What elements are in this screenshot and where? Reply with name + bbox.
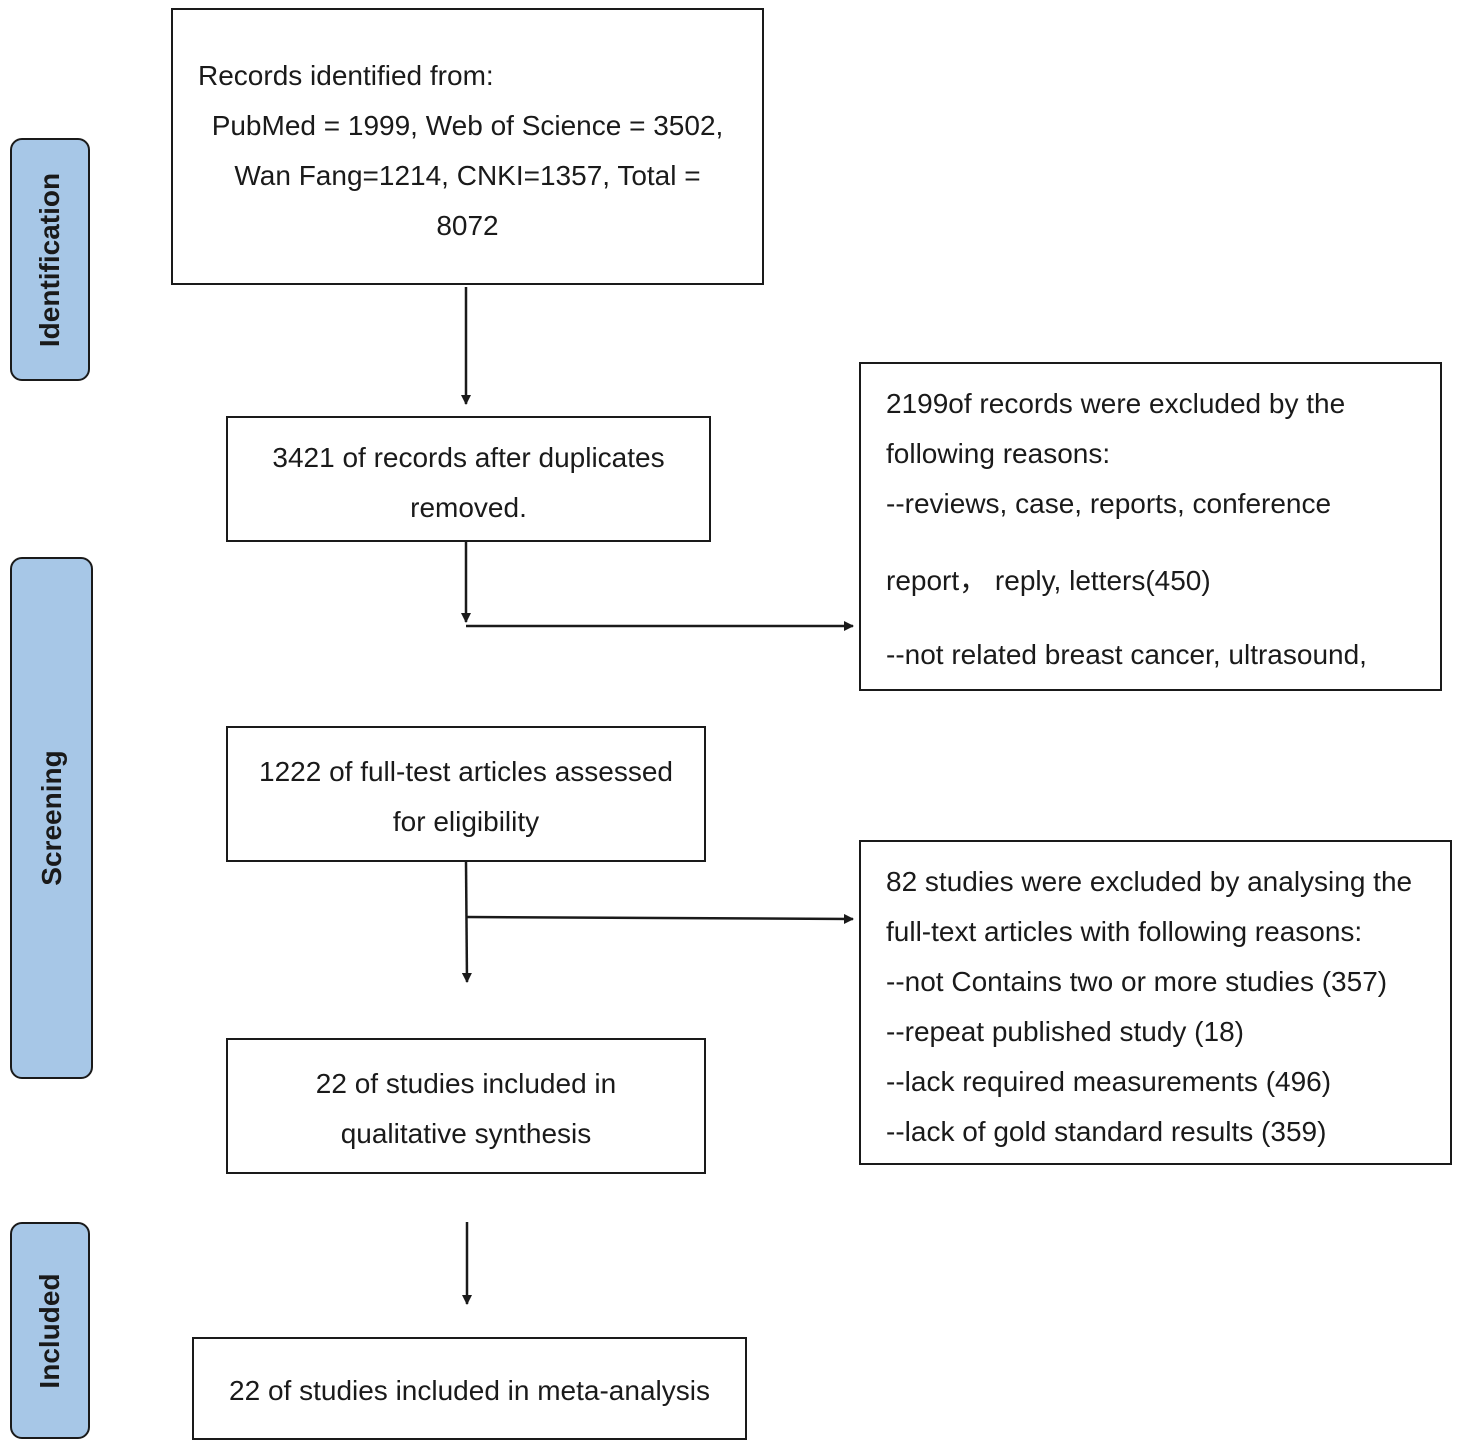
qualitative-synthesis-box: 22 of studies included in qualitative sy… — [226, 1038, 706, 1174]
arrow-to-excluded-studies — [465, 913, 854, 924]
stage-identification: Identification — [10, 138, 90, 381]
excluded-records-line-4: report， reply, letters(450) — [886, 565, 1211, 596]
after-duplicates-box: 3421 of records after duplicates removed… — [226, 416, 711, 542]
excluded-studies-line-4: --repeat published study (18) — [886, 1016, 1244, 1047]
excluded-studies-line-1: 82 studies were excluded by analysing th… — [886, 866, 1413, 897]
excluded-records-line-2: following reasons: — [886, 438, 1111, 469]
qualitative-synthesis-line-2: qualitative synthesis — [340, 1118, 592, 1149]
records-identified-line-3: Wan Fang=1214, CNKI=1357, Total = — [234, 160, 701, 191]
full-text-assessed-line-1: 1222 of full-test articles assessed — [259, 756, 673, 787]
arrow-fulltext-down — [461, 861, 472, 983]
excluded-records-box: 2199of records were excluded by the foll… — [859, 362, 1442, 691]
qualitative-synthesis-line-1: 22 of studies included in — [315, 1068, 617, 1099]
excluded-studies-line-5: --lack required measurements (496) — [886, 1066, 1332, 1097]
after-duplicates-line-1: 3421 of records after duplicates — [272, 442, 665, 473]
records-identified-line-2: PubMed = 1999, Web of Science = 3502, — [211, 110, 724, 141]
excluded-records-line-5: --not related breast cancer, ultrasound, — [886, 639, 1367, 670]
stage-included: Included — [10, 1222, 90, 1439]
excluded-studies-line-3: --not Contains two or more studies (357) — [886, 966, 1388, 997]
excluded-studies-box: 82 studies were excluded by analysing th… — [859, 840, 1452, 1165]
after-duplicates-line-2: removed. — [410, 492, 527, 523]
full-text-assessed-box: 1222 of full-test articles assessed for … — [226, 726, 706, 862]
records-identified-line-4: 8072 — [436, 210, 499, 241]
meta-analysis-line-1: 22 of studies included in meta-analysis — [229, 1375, 710, 1406]
records-identified-line-1: Records identified from: — [198, 60, 494, 91]
excluded-studies-line-6: --lack of gold standard results (359) — [886, 1116, 1327, 1147]
stage-screening: Screening — [10, 557, 93, 1079]
full-text-assessed-line-2: for eligibility — [392, 806, 540, 837]
records-identified-box: Records identified from: PubMed = 1999, … — [171, 8, 764, 285]
excluded-studies-line-2: full-text articles with following reason… — [886, 916, 1363, 947]
meta-analysis-box: 22 of studies included in meta-analysis — [192, 1337, 747, 1440]
excluded-records-line-3: --reviews, case, reports, conference — [886, 488, 1332, 519]
excluded-records-line-1: 2199of records were excluded by the — [886, 388, 1346, 419]
